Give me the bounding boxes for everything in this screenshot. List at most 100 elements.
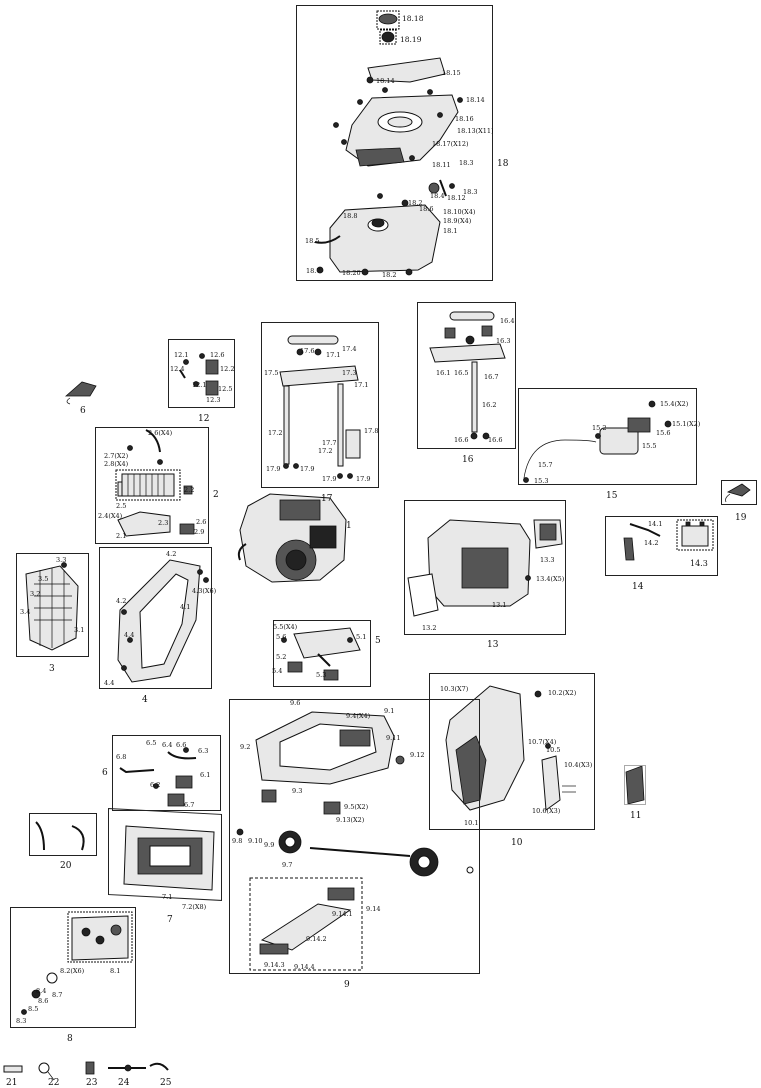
callout-2-7: 2.7(X2) — [104, 452, 129, 460]
group-label-19: 19 — [735, 513, 747, 523]
callout-17-9a: 17.9 — [266, 465, 281, 473]
engine-assembly — [237, 493, 347, 583]
callout-18-20: 18.20 — [342, 269, 361, 277]
group-box-8 — [10, 907, 136, 1028]
callout-9-4: 9.4(X4) — [346, 712, 371, 720]
callout-4-3: 4.3(X6) — [192, 587, 217, 595]
callout-6-2: 6.2 — [150, 781, 161, 789]
callout-16-6b: 16.6 — [488, 436, 503, 444]
group-box-3 — [16, 553, 89, 657]
group-box-14 — [605, 516, 718, 576]
callout-17-4: 17.4 — [342, 345, 357, 353]
hose-assembly-6 — [119, 747, 197, 807]
part-19 — [725, 483, 751, 503]
callout-15-3: 15.3 — [534, 477, 549, 485]
group-box-18 — [296, 5, 493, 281]
callout-7-1: 7.1 — [162, 893, 173, 901]
callout-16-4: 16.4 — [500, 317, 515, 325]
callout-3-1: 3.1 — [74, 626, 85, 634]
group-label-12: 12 — [198, 414, 210, 424]
group-label-9: 9 — [344, 980, 350, 990]
callout-3-2: 3.2 — [30, 590, 41, 598]
group-label-6: 6 — [102, 768, 108, 778]
callout-16-3: 16.3 — [496, 337, 511, 345]
group-label-11: 11 — [630, 811, 642, 821]
callout-3-3: 3.3 — [56, 556, 67, 564]
side-cover-13-assembly — [407, 519, 563, 617]
callout-8-6: 8.6 — [38, 997, 49, 1005]
group-box-2 — [95, 427, 209, 544]
callout-17-1a: 17.1 — [326, 351, 341, 359]
callout-18-21: 18.2 — [382, 271, 397, 279]
callout-17-9b: 17.9 — [300, 465, 315, 473]
callout-6-4: 6.4 — [162, 741, 173, 749]
callout-17-2a: 17.2 — [268, 429, 283, 437]
callout-18-13: 18.13(X11) — [457, 127, 494, 135]
group-label-21: 21 — [6, 1078, 18, 1088]
group-box-19 — [721, 480, 757, 505]
group-label-1: 1 — [346, 521, 352, 531]
battery-assembly — [623, 519, 714, 561]
callout-13-4: 13.4(X5) — [536, 575, 565, 583]
callout-9-1: 9.1 — [384, 707, 395, 715]
callout-10-7: 10.7(X4) — [528, 738, 557, 746]
callout-8-2: 8.2(X6) — [60, 967, 85, 975]
callout-3-5: 3.5 — [38, 575, 49, 583]
callout-2-9: 2.9 — [194, 528, 205, 536]
callout-9-2: 9.2 — [240, 743, 251, 751]
callout-4-4b: 4.4 — [104, 679, 115, 687]
callout-6-7: 6.7 — [184, 801, 195, 809]
callout-15-5: 15.5 — [642, 442, 657, 450]
callout-18-3b: 18.3 — [463, 188, 478, 196]
callout-18-9: 18.9(X4) — [443, 217, 472, 225]
callout-3-4: 3.4 — [20, 608, 31, 616]
group-box-15 — [518, 388, 697, 485]
callout-16-2: 16.2 — [482, 401, 497, 409]
callout-2-1: 2.1 — [116, 532, 127, 540]
callout-18-2: 18.2 — [408, 199, 423, 207]
callout-15-7: 15.7 — [538, 461, 553, 469]
group-box-12 — [168, 339, 235, 408]
group-label-17: 17 — [321, 494, 333, 504]
group-box-20 — [29, 813, 97, 856]
callout-16-5: 16.5 — [454, 369, 469, 377]
callout-9-14: 9.14 — [366, 905, 381, 913]
callout-18-12: 18.12 — [447, 194, 466, 202]
group-label-14: 14 — [632, 582, 644, 592]
group-label-10: 10 — [511, 838, 523, 848]
callout-16-7: 16.7 — [484, 373, 499, 381]
callout-18-19: 18.19 — [400, 35, 422, 44]
callout-4-1: 4.1 — [180, 603, 191, 611]
part-11 — [625, 765, 645, 805]
callout-18-10: 18.10(X4) — [443, 208, 476, 216]
hoses-20 — [35, 821, 85, 851]
callout-9-5: 9.5(X2) — [344, 803, 369, 811]
group-box-7 — [108, 808, 222, 901]
bracket-12-parts — [179, 353, 219, 396]
group-label-22: 22 — [48, 1078, 60, 1088]
callout-2-4: 2.4(X4) — [98, 512, 123, 520]
air-filter-assembly — [115, 429, 195, 537]
callout-10-2: 10.2(X2) — [548, 689, 577, 697]
callout-9-6: 9.6 — [290, 699, 301, 707]
callout-4-2b: 4.2 — [116, 597, 127, 605]
callout-15-1: 15.1(X2) — [672, 420, 701, 428]
callout-9-10: 9.10 — [248, 837, 263, 845]
callout-18-3a: 18.3 — [459, 159, 474, 167]
callout-17-7: 17.7 — [322, 439, 337, 447]
callout-13-2: 13.2 — [422, 624, 437, 632]
group-label-25: 25 — [160, 1078, 172, 1088]
callout-5-1: 5.1 — [356, 633, 367, 641]
group-label-3: 3 — [49, 664, 55, 674]
group-label-7: 7 — [167, 915, 173, 925]
callout-12-4: 12.4 — [170, 365, 185, 373]
callout-9-7: 9.7 — [282, 861, 293, 869]
group-box-5 — [273, 620, 371, 687]
callout-18-15: 18.15 — [442, 69, 461, 77]
callout-18-8: 18.8 — [343, 212, 358, 220]
callout-17-6: 17.6 — [300, 347, 315, 355]
callout-12-6: 12.6 — [210, 351, 225, 359]
callout-9-14-3: 9.14.3 — [264, 961, 285, 969]
callout-15-6: 15.6 — [656, 429, 671, 437]
callout-14-2: 14.2 — [644, 539, 659, 547]
